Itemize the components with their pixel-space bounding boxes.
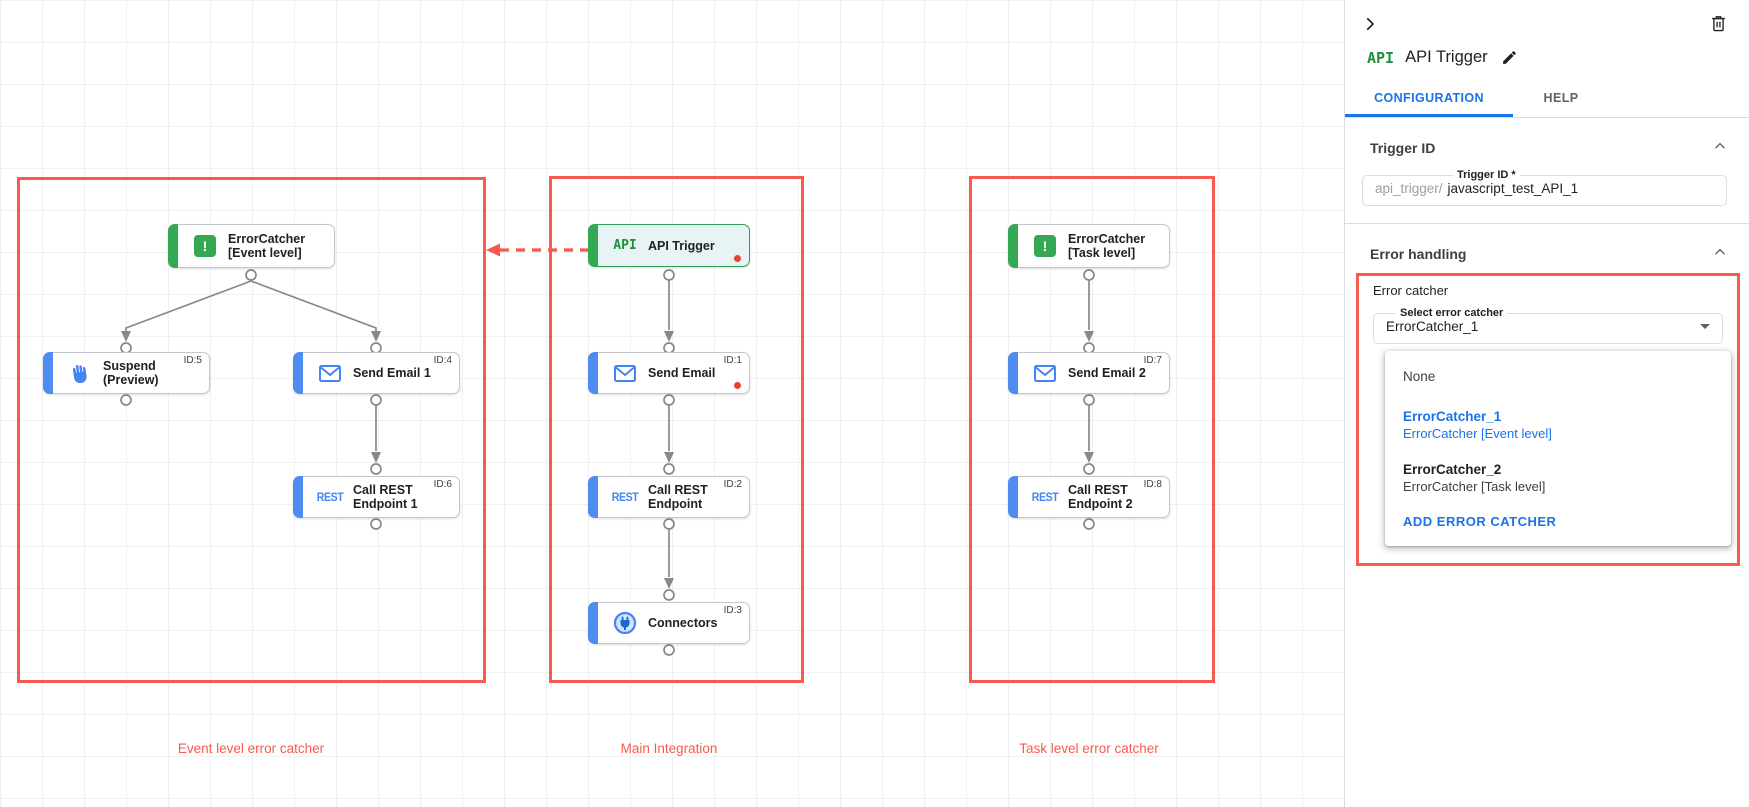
option-errorcatcher-2[interactable]: ErrorCatcher_2 ErrorCatcher [Task level] bbox=[1403, 462, 1546, 494]
node-send-email[interactable]: Send Email ID:1 bbox=[588, 352, 750, 394]
section-divider bbox=[1345, 223, 1749, 224]
section-heading-trigger-id: Trigger ID bbox=[1370, 139, 1436, 156]
add-error-catcher-button[interactable]: ADD ERROR CATCHER bbox=[1403, 514, 1557, 529]
dropdown-arrow-icon bbox=[1700, 323, 1710, 329]
api-icon: API bbox=[613, 238, 637, 253]
node-accent bbox=[588, 476, 598, 518]
trigger-id-field-label: Trigger ID * bbox=[1457, 169, 1516, 181]
error-catcher-options-menu: None ErrorCatcher_1 ErrorCatcher [Event … bbox=[1385, 351, 1731, 546]
error-catcher-link-arrow bbox=[486, 243, 588, 257]
rest-icon: REST bbox=[1031, 490, 1059, 504]
select-error-catcher-label: Select error catcher bbox=[1400, 307, 1504, 319]
edit-title-pencil-icon[interactable] bbox=[1499, 47, 1520, 68]
error-indicator-dot bbox=[734, 255, 741, 262]
suspend-hand-icon bbox=[66, 362, 94, 384]
tab-help[interactable]: HELP bbox=[1513, 81, 1609, 117]
rest-icon: REST bbox=[316, 490, 344, 504]
node-connectors[interactable]: Connectors ID:3 bbox=[588, 602, 750, 644]
trigger-id-input[interactable]: Trigger ID * api_trigger/ javascript_tes… bbox=[1362, 169, 1727, 206]
email-icon bbox=[316, 364, 344, 382]
node-accent bbox=[588, 602, 598, 644]
workflow-canvas[interactable]: Event level error catcher Main Integrati… bbox=[0, 0, 1344, 807]
email-icon bbox=[1031, 364, 1059, 382]
rest-icon: REST bbox=[611, 490, 639, 504]
tab-configuration[interactable]: CONFIGURATION bbox=[1345, 81, 1513, 117]
trigger-config-panel: API API Trigger CONFIGURATION HELP Trigg… bbox=[1344, 0, 1749, 807]
group-label-task-level: Task level error catcher bbox=[1019, 741, 1159, 756]
node-send-email-2[interactable]: Send Email 2 ID:7 bbox=[1008, 352, 1170, 394]
node-accent bbox=[293, 352, 303, 394]
collapse-section-chevron-up-icon[interactable] bbox=[1713, 245, 1727, 262]
email-icon bbox=[611, 364, 639, 382]
node-accent bbox=[168, 224, 178, 268]
node-accent bbox=[588, 352, 598, 394]
group-box-task-level bbox=[969, 176, 1215, 683]
node-send-email-1[interactable]: Send Email 1 ID:4 bbox=[293, 352, 460, 394]
node-api-trigger[interactable]: API API Trigger bbox=[588, 224, 750, 267]
node-suspend[interactable]: Suspend(Preview) ID:5 bbox=[43, 352, 210, 394]
node-errorcatcher-event-level[interactable]: ! ErrorCatcher[Event level] bbox=[168, 224, 335, 268]
group-label-main-integration: Main Integration bbox=[620, 741, 718, 756]
node-accent bbox=[1008, 352, 1018, 394]
collapse-section-chevron-up-icon[interactable] bbox=[1713, 139, 1727, 156]
node-accent bbox=[43, 352, 53, 394]
trigger-id-prefix: api_trigger/ bbox=[1375, 180, 1443, 196]
error-catcher-icon: ! bbox=[1031, 235, 1059, 257]
error-catcher-icon: ! bbox=[191, 235, 219, 257]
group-label-event-level: Event level error catcher bbox=[177, 741, 325, 756]
group-box-main-integration bbox=[549, 176, 804, 683]
collapse-panel-chevron-icon[interactable] bbox=[1359, 13, 1381, 35]
trigger-id-value: javascript_test_API_1 bbox=[1447, 180, 1579, 196]
select-error-catcher-dropdown[interactable]: Select error catcher ErrorCatcher_1 bbox=[1373, 307, 1723, 344]
api-trigger-logo-icon: API bbox=[1367, 48, 1395, 67]
option-errorcatcher-1[interactable]: ErrorCatcher_1 ErrorCatcher [Event level… bbox=[1403, 409, 1552, 441]
selected-error-catcher-value: ErrorCatcher_1 bbox=[1386, 318, 1479, 334]
section-heading-error-handling: Error handling bbox=[1370, 245, 1467, 262]
node-accent bbox=[1008, 476, 1018, 518]
node-errorcatcher-task-level[interactable]: ! ErrorCatcher[Task level] bbox=[1008, 224, 1170, 268]
node-accent bbox=[1008, 224, 1018, 268]
delete-trigger-trash-icon[interactable] bbox=[1708, 12, 1729, 35]
option-none[interactable]: None bbox=[1403, 369, 1436, 384]
panel-tabs: CONFIGURATION HELP bbox=[1345, 81, 1749, 118]
group-box-event-level bbox=[17, 177, 486, 683]
error-catcher-group-label: Error catcher bbox=[1373, 283, 1449, 298]
node-accent bbox=[588, 224, 598, 267]
error-catcher-highlight-frame: Error catcher Select error catcher Error… bbox=[1356, 273, 1740, 566]
error-indicator-dot bbox=[734, 382, 741, 389]
node-accent bbox=[293, 476, 303, 518]
panel-title: API Trigger bbox=[1405, 48, 1488, 66]
connectors-plug-icon bbox=[611, 611, 639, 635]
edges-layer bbox=[120, 243, 1095, 656]
